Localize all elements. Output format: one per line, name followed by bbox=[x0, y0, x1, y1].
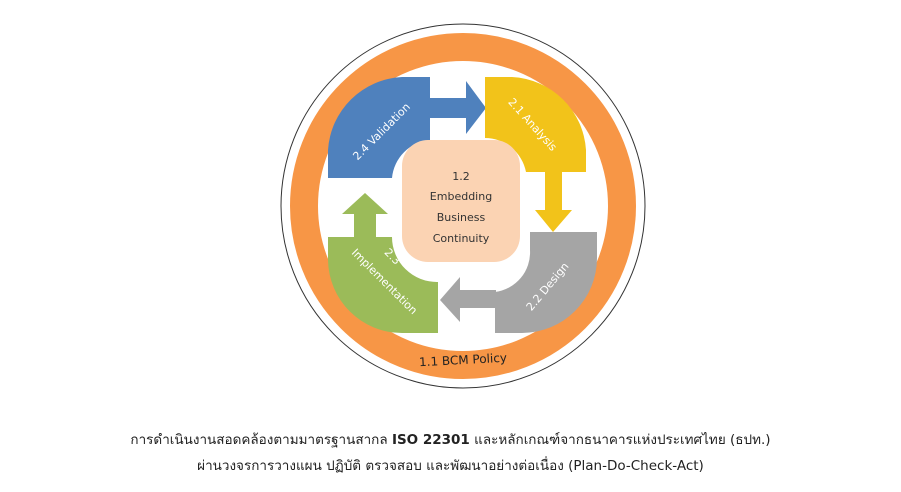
caption-line-2: ผ่านวงจรการวางแผน ปฏิบัติ ตรวจสอบ และพัฒ… bbox=[197, 458, 704, 474]
bcm-cycle-diagram: 1.1 BCM Policy 2.4 Validation 2.1 Analys… bbox=[280, 23, 646, 389]
bcm-policy-ring bbox=[290, 33, 636, 379]
caption-text: การดำเนินงานสอดคล้องตามมาตรฐานสากล bbox=[130, 432, 392, 448]
bcm-policy-label: 1.1 BCM Policy bbox=[419, 351, 508, 370]
caption-line-1: การดำเนินงานสอดคล้องตามมาตรฐานสากล ISO 2… bbox=[0, 428, 901, 450]
center-line-embedding: Embedding bbox=[430, 190, 492, 203]
center-line-business: Business bbox=[437, 211, 486, 224]
arrow-right-icon bbox=[428, 81, 486, 134]
arrow-left-icon bbox=[440, 277, 496, 322]
implementation-segment bbox=[328, 237, 438, 333]
analysis-segment bbox=[485, 77, 586, 172]
caption-standard: ISO 22301 bbox=[391, 432, 470, 448]
center-box bbox=[402, 140, 520, 262]
arrow-up-icon bbox=[342, 193, 388, 237]
validation-segment bbox=[328, 77, 430, 178]
design-segment bbox=[495, 232, 597, 333]
caption-text: และหลักเกณฑ์จากธนาคารแห่งประเทศไทย (ธปท.… bbox=[469, 432, 771, 448]
arrow-down-icon bbox=[535, 172, 572, 232]
center-line-continuity: Continuity bbox=[433, 232, 490, 245]
center-number: 1.2 bbox=[452, 170, 470, 183]
